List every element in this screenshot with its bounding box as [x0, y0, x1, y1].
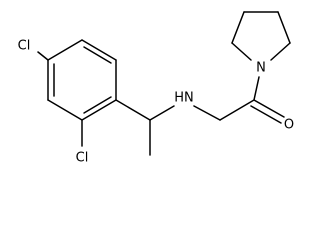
bond-ch2-co: [219, 99, 255, 121]
bond-ring-ch: [115, 99, 151, 121]
bond-pyr-2: [231, 11, 245, 44]
bond-ring-1-inner: [83, 46, 112, 64]
bond-ring-6: [47, 39, 83, 61]
bond-co-n: [253, 76, 260, 101]
atom-cl-bottom: Cl: [76, 151, 89, 166]
bond-pyr-1: [231, 42, 252, 61]
bond-ring-3-inner: [83, 96, 112, 114]
pyrrolidine-ring: [231, 11, 291, 61]
bond-ch-nh: [149, 105, 175, 121]
bond-ring-1: [81, 39, 117, 61]
bond-pyr-5: [270, 42, 291, 61]
bond-pyr-4: [277, 11, 291, 44]
bond-co-double-2: [250, 105, 282, 124]
bond-ring-3: [81, 99, 117, 121]
bond-co-double-1: [253, 99, 285, 118]
atom-cl-top: Cl: [18, 39, 31, 54]
chemical-structure-diagram: Cl Cl HN N O: [18, 11, 294, 166]
bond-ring-4: [47, 99, 83, 121]
atom-n-ring: N: [256, 61, 266, 76]
atom-oxygen: O: [284, 118, 294, 133]
benzene-ring: [47, 39, 117, 121]
bond-c4-cl: [37, 51, 49, 61]
bond-nh-ch2: [193, 105, 221, 121]
atom-nh: HN: [174, 91, 194, 106]
